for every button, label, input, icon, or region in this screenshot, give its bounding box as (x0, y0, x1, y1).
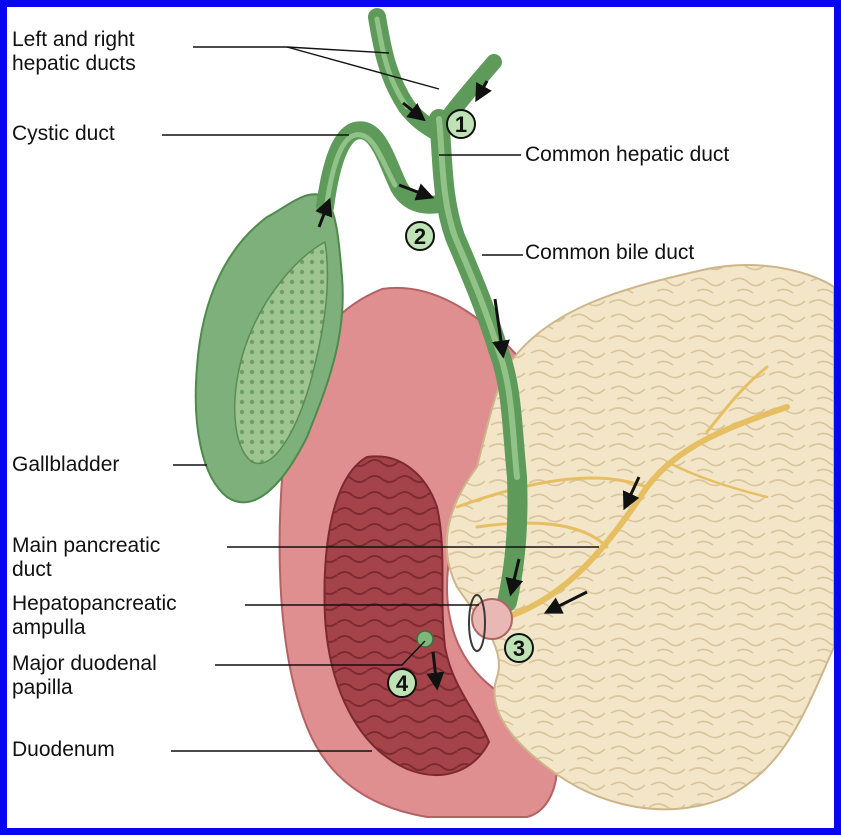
step-1-label: 1 (455, 112, 467, 137)
biliary-diagram: 1 2 3 4 (7, 7, 834, 828)
step-4-label: 4 (396, 671, 409, 696)
step-badge-2: 2 (406, 222, 434, 250)
label-main-pancreatic-line1: Main pancreatic (12, 534, 160, 558)
label-common-hepatic-duct: Common hepatic duct (525, 143, 729, 167)
label-hepatopancreatic-line2: ampulla (12, 616, 86, 640)
label-duodenum: Duodenum (12, 738, 115, 762)
step-badge-4: 4 (388, 669, 416, 697)
label-common-bile-duct: Common bile duct (525, 241, 694, 265)
step-badge-3: 3 (505, 634, 533, 662)
label-left-right-hepatic-line2: hepatic ducts (12, 52, 136, 76)
step-badge-1: 1 (447, 110, 475, 138)
label-major-duodenal-line2: papilla (12, 676, 73, 700)
diagram-panel: 1 2 3 4 Left and right hepatic ducts Cys… (7, 7, 834, 828)
label-left-right-hepatic-line1: Left and right (12, 28, 135, 52)
label-main-pancreatic-line2: duct (12, 558, 52, 582)
label-cystic-duct: Cystic duct (12, 122, 115, 146)
step-3-label: 3 (513, 636, 525, 661)
label-hepatopancreatic-line1: Hepatopancreatic (12, 592, 177, 616)
step-2-label: 2 (414, 224, 426, 249)
papilla-shape (417, 631, 433, 647)
label-gallbladder: Gallbladder (12, 453, 119, 477)
label-major-duodenal-line1: Major duodenal (12, 652, 157, 676)
